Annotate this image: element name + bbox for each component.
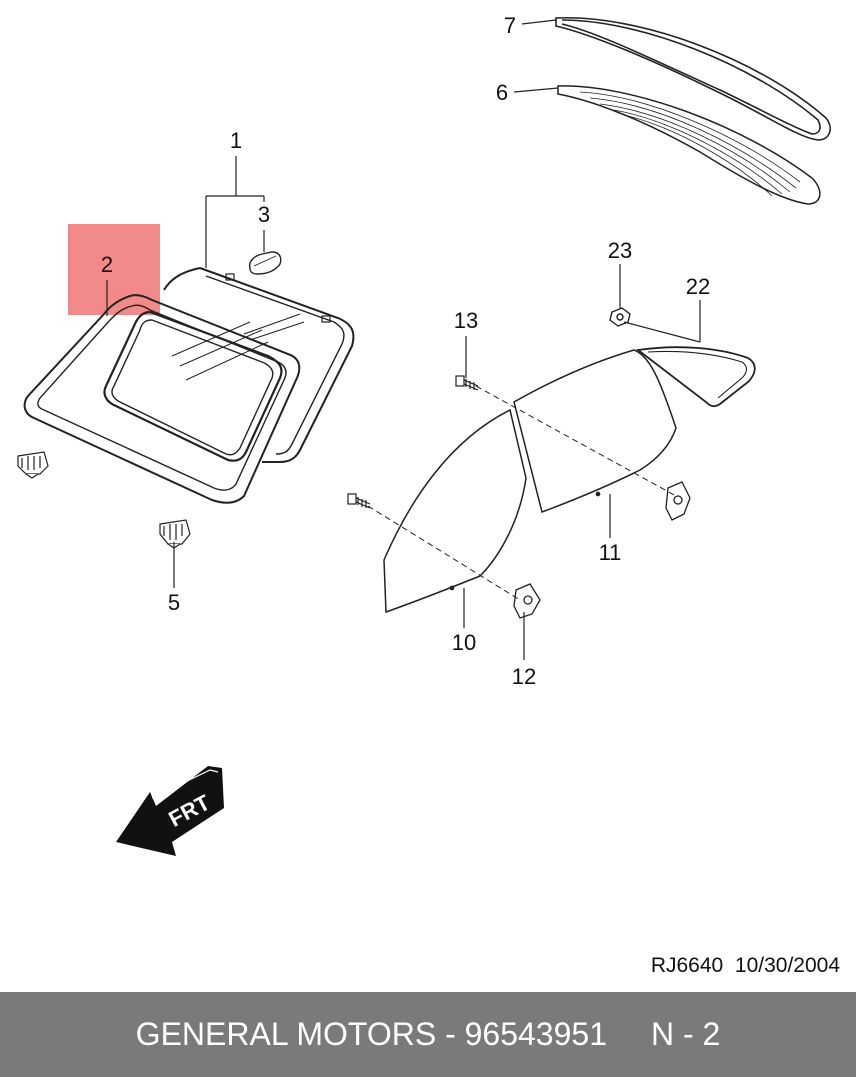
part-12-bracket-upper xyxy=(665,481,691,521)
part-11-rear-door-glass xyxy=(513,349,677,513)
part-10-front-door-glass xyxy=(383,408,527,614)
part-1-windshield-assembly xyxy=(163,267,355,463)
part-12-bracket-lower xyxy=(513,583,541,619)
part-2-moulding xyxy=(23,294,301,504)
part-5-clip-lower xyxy=(159,519,191,549)
part-3-plug xyxy=(248,251,282,275)
part-13-bolt-lower xyxy=(347,493,371,509)
leader-lines xyxy=(106,19,701,660)
callout-22: 22 xyxy=(686,274,710,299)
callout-numbers: 1 2 3 5 6 7 10 11 12 13 22 23 xyxy=(101,13,710,689)
front-direction-arrow-icon: FRT xyxy=(116,766,224,856)
callout-1: 1 xyxy=(230,128,242,153)
part-23-nut xyxy=(609,307,631,327)
part-22-quarter-glass xyxy=(635,346,756,408)
callout-3: 3 xyxy=(258,202,270,227)
part-13-bolt-upper xyxy=(455,375,479,391)
callout-23: 23 xyxy=(608,238,632,263)
callout-6: 6 xyxy=(496,80,508,105)
callout-10: 10 xyxy=(452,630,476,655)
footer-brand-part: GENERAL MOTORS - 96543951 xyxy=(135,1016,607,1052)
callout-13: 13 xyxy=(454,308,478,333)
callout-12: 12 xyxy=(512,664,536,689)
diagram-reference: RJ6640 10/30/2004 xyxy=(651,954,840,978)
footer-page: N - 2 xyxy=(650,1016,721,1052)
part-6-rear-glass xyxy=(557,85,821,205)
reference-date: 10/30/2004 xyxy=(734,954,840,977)
callout-7: 7 xyxy=(504,13,516,38)
part-2-highlight xyxy=(68,224,160,315)
alignment-dashed-lines xyxy=(367,385,677,601)
reference-code: RJ6640 xyxy=(650,954,724,977)
part-5-clip-left xyxy=(17,451,49,479)
parts-diagram: 1 2 3 5 6 7 10 11 12 13 22 23 FRT xyxy=(17,13,831,856)
callout-2: 2 xyxy=(101,252,113,277)
footer-bar: GENERAL MOTORS - 96543951 N - 2 xyxy=(0,992,856,1077)
callout-11: 11 xyxy=(599,540,622,565)
callout-5: 5 xyxy=(168,590,180,615)
part-7-moulding xyxy=(555,16,831,141)
